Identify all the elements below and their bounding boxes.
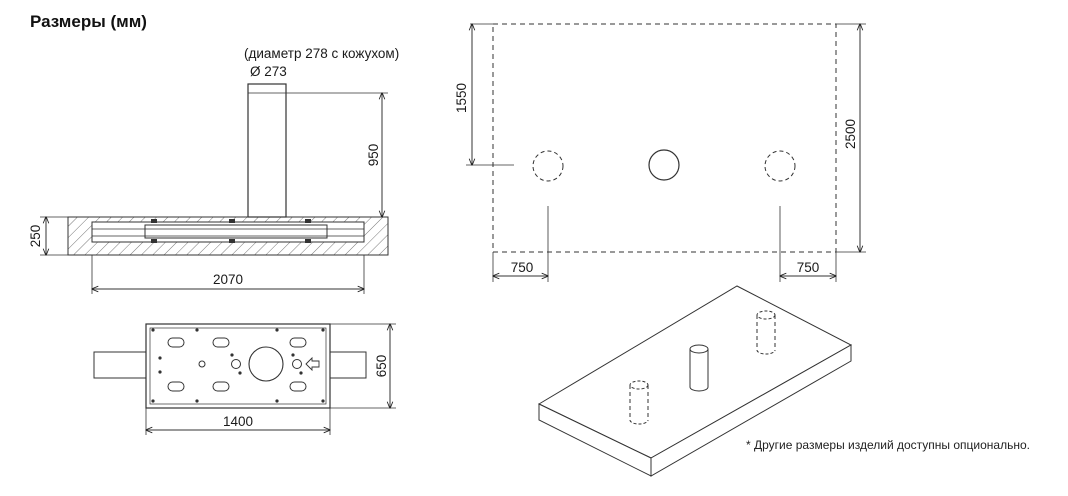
iso-bollard-right-optional	[756, 310, 776, 355]
footnote: * Другие размеры изделий доступны опцион…	[746, 438, 1030, 452]
left-dim-label: 750	[511, 260, 534, 275]
bollard-left-optional	[532, 150, 564, 182]
bollard-pole	[247, 83, 287, 218]
plan-view: 1400 650	[93, 324, 396, 435]
direction-arrow-icon	[305, 356, 320, 372]
right-dim-label: 750	[797, 260, 820, 275]
iso-bollard-left-optional	[629, 380, 649, 425]
bollard-right-optional	[764, 150, 796, 182]
foundation-outline	[492, 23, 837, 253]
pole-hole	[248, 346, 284, 382]
depth-dim-label: 250	[28, 225, 43, 248]
foundation-section	[67, 216, 389, 256]
page-title: Размеры (мм)	[30, 12, 147, 31]
offset-dim-label: 1550	[454, 83, 469, 113]
length-dim-label: 2070	[213, 272, 243, 287]
side-view: (диаметр 278 с кожухом) Ø 273 950 250 20…	[28, 46, 399, 294]
diameter-note: (диаметр 278 с кожухом)	[244, 46, 399, 61]
height-dim-label: 950	[366, 144, 381, 167]
plan-height-label: 650	[374, 355, 389, 378]
total-dim-label: 2500	[843, 119, 858, 149]
layout-view: 1550 2500 750 750	[454, 24, 866, 282]
plan-width-label: 1400	[223, 414, 253, 429]
bollard-center	[648, 149, 680, 181]
diameter-label: Ø 273	[250, 64, 287, 79]
isometric-view	[537, 285, 853, 477]
iso-bollard-center	[689, 344, 709, 392]
